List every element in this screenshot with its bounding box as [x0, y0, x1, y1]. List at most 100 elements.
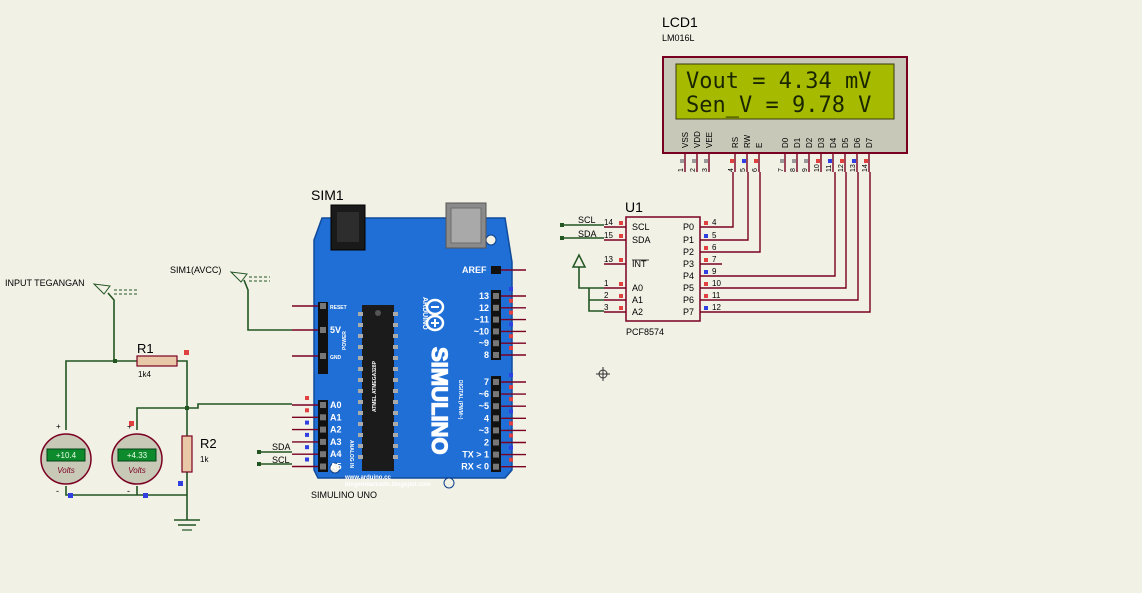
lcd-pin-label: VEE — [705, 132, 714, 148]
u1-right-pin-label: P1 — [683, 235, 694, 245]
arduino-logo-icon — [425, 298, 445, 332]
r2-body — [181, 435, 193, 473]
analog-pin-label: A3 — [330, 437, 342, 447]
lcd-pin-label: D0 — [781, 137, 790, 148]
u1-right-pin-number: 5 — [712, 231, 717, 240]
voltmeter-2-reading: +4.33 — [127, 451, 148, 460]
u1-to-lcd-wires — [722, 172, 871, 313]
power-pin-label: RESET — [330, 305, 347, 311]
lcd-pin-number: 14 — [862, 164, 869, 172]
u1-right-pin-label: P6 — [683, 295, 694, 305]
lcd-pin-label: VSS — [681, 132, 690, 148]
board-url-2: blogembarcado.blogspot.com — [345, 482, 431, 488]
lcd-pin-number: 8 — [790, 168, 797, 172]
u1-part-label: PCF8574 — [626, 327, 664, 337]
voltmeter-2[interactable]: +4.33 Volts + - — [111, 421, 163, 498]
u1-body — [625, 216, 701, 322]
power-pin-label: 5V — [330, 325, 341, 335]
vcc-arrow-icon — [571, 253, 587, 268]
u1-net-scl: SCL — [578, 215, 596, 225]
resistor-r2[interactable]: R2 1k — [178, 435, 217, 486]
r2-ref-label: R2 — [200, 436, 217, 451]
lcd-module[interactable]: LCD1 LM016L Vout = 4.34 mV Sen_V = 9.78 … — [662, 14, 908, 172]
u1-left-pin-label: INT — [632, 259, 647, 269]
lcd-pin-number: 9 — [802, 168, 809, 172]
lcd-pin-label: D2 — [805, 137, 814, 148]
u1-left-pin-number: 1 — [604, 279, 609, 288]
input-terminal: INPUT TEGANGAN — [5, 278, 138, 361]
simulino-uno-board[interactable]: SIM1 ATMEL ATMEGA328P ARDUINO SIMULINO w… — [292, 187, 526, 500]
u1-left-pin-number: 14 — [604, 218, 613, 227]
voltmeter-1-display — [46, 448, 86, 462]
digital-pin-label: 12 — [479, 303, 489, 313]
u1-left-pin-label: SDA — [632, 235, 651, 245]
lcd-pin-row: VSS1VDD2VEE3RS4RW5E6D07D18D29D310D411D51… — [678, 131, 874, 172]
voltmeter-2-minus: - — [127, 486, 130, 496]
r2-value: 1k — [200, 455, 209, 464]
input-label: INPUT TEGANGAN — [5, 278, 85, 288]
digital-pin-label: RX < 0 — [461, 462, 489, 472]
lcd-pin-number: 13 — [850, 164, 857, 172]
analog-pin-label: A4 — [330, 449, 342, 459]
u1-left-pin-number: 15 — [604, 231, 613, 240]
lcd-line-2: Sen_V = 9.78 V — [686, 93, 871, 118]
digital-header-high — [491, 290, 501, 360]
resistor-r1[interactable]: R1 1k4 — [136, 341, 189, 379]
lcd-pin-label: E — [755, 143, 764, 148]
power-header — [318, 302, 328, 374]
brand-text: ARDUINO — [421, 297, 428, 330]
board-i2c-net-labels: SDA SCL — [257, 442, 292, 466]
digital-header-low — [491, 376, 501, 472]
u1-right-pin-label: P7 — [683, 307, 694, 317]
lcd-pin-number: 2 — [690, 168, 697, 172]
r1-ref-label: R1 — [137, 341, 154, 356]
digital-pin-label: ~5 — [479, 401, 489, 411]
lcd-pin-label: D1 — [793, 137, 802, 148]
u1-net-sda: SDA — [578, 229, 597, 239]
u1-i2c-net-labels: SCL SDA — [560, 215, 604, 240]
digital-pin-label: 7 — [484, 377, 489, 387]
analog-pin-label: A5 — [330, 462, 342, 472]
u1-right-pin-number: 4 — [712, 218, 717, 227]
digital-pin-label: 13 — [479, 291, 489, 301]
voltmeter-2-unit: Volts — [128, 466, 146, 475]
u1-left-pin-label: A1 — [632, 295, 643, 305]
r1-value: 1k4 — [138, 370, 151, 379]
lcd-ref-label: LCD1 — [662, 14, 698, 30]
avcc-label: SIM1(AVCC) — [170, 265, 221, 275]
u1-right-pin-label: P4 — [683, 271, 694, 281]
voltmeter-1-plus: + — [56, 422, 61, 431]
u1-left-pin-label: A0 — [632, 283, 643, 293]
lcd-pin-label: D3 — [817, 137, 826, 148]
lcd-pin-label: D7 — [865, 137, 874, 148]
u1-ref-label: U1 — [625, 199, 643, 215]
sim1-name-label: SIMULINO UNO — [311, 490, 377, 500]
r1-body — [136, 355, 178, 367]
lcd-pin-number: 6 — [752, 168, 759, 172]
lcd-pin-label: VDD — [693, 131, 702, 148]
digital-pin-label: ~9 — [479, 338, 489, 348]
voltmeter-1[interactable]: +10.4 Volts + - — [40, 422, 92, 498]
digital-pin-label: ~3 — [479, 425, 489, 435]
lcd-screen — [675, 63, 895, 120]
u1-left-pin-label: A2 — [632, 307, 643, 317]
u1-right-pin-number: 10 — [712, 279, 721, 288]
voltmeter-1-unit: Volts — [57, 466, 75, 475]
aref-label: AREF — [462, 265, 487, 275]
avcc-terminal: SIM1(AVCC) — [170, 265, 292, 331]
u1-left-pin-number: 2 — [604, 291, 609, 300]
power-pin-label: GND — [330, 355, 342, 361]
atmega-chip — [362, 305, 394, 471]
lcd-pin-number: 3 — [702, 168, 709, 172]
voltmeter-2-display — [117, 448, 157, 462]
analog-pin-label: A0 — [330, 400, 342, 410]
u1-right-pin-number: 12 — [712, 303, 721, 312]
u1-left-pin-number: 13 — [604, 255, 613, 264]
aref-header — [491, 266, 501, 274]
lcd-pin-label: RS — [731, 137, 740, 148]
crosshair-icon — [596, 367, 610, 381]
digital-pin-label: TX > 1 — [462, 450, 489, 460]
